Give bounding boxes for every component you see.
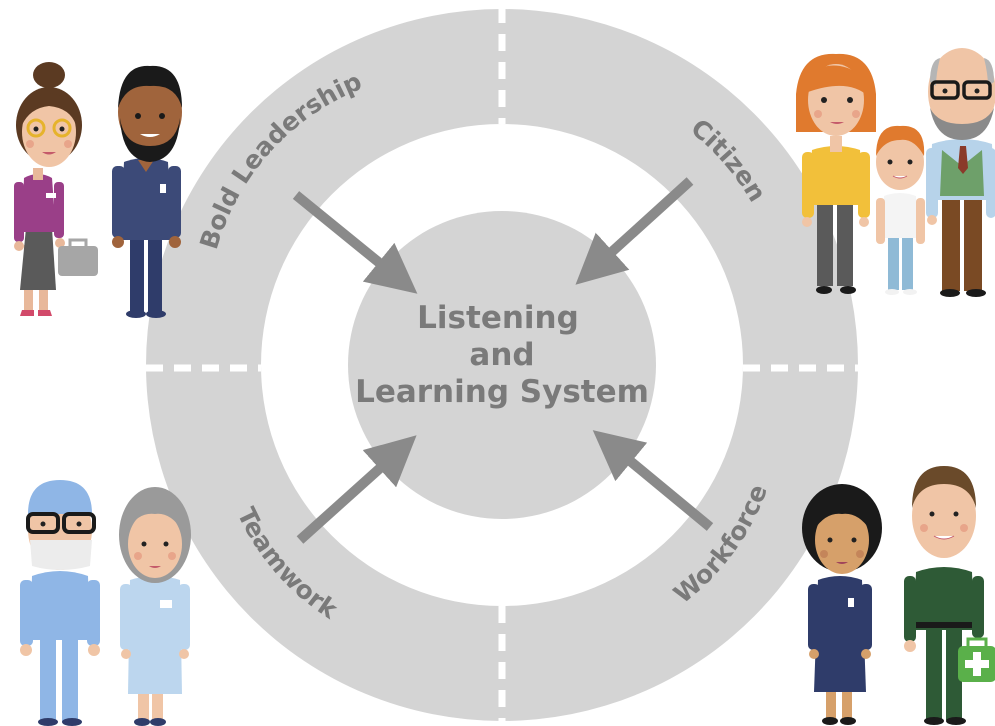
briefcase-icon bbox=[58, 246, 98, 276]
surgeon-figure bbox=[20, 480, 100, 726]
center-hub: Listening and Learning System bbox=[348, 211, 656, 519]
female-nurse-figure bbox=[802, 484, 882, 725]
arrows bbox=[292, 177, 714, 544]
manager-woman-figure bbox=[14, 62, 98, 316]
people-group-citizen bbox=[796, 48, 995, 297]
center-line-1: Listening bbox=[417, 300, 579, 336]
center-line-3: Learning System bbox=[355, 374, 649, 410]
arrow-bold-leadership bbox=[292, 191, 418, 294]
older-nurse-figure bbox=[119, 487, 191, 726]
people-group-teamwork bbox=[20, 480, 191, 726]
ring-dividers bbox=[146, 6, 858, 722]
arrow-workforce bbox=[592, 430, 714, 531]
male-nurse-figure bbox=[112, 65, 182, 318]
people-group-bold-leadership bbox=[14, 62, 182, 318]
grandfather-figure bbox=[926, 48, 995, 297]
child-figure bbox=[876, 125, 925, 295]
paramedic-figure bbox=[904, 466, 995, 725]
arrow-teamwork bbox=[296, 435, 417, 544]
mother-figure bbox=[796, 53, 876, 294]
first-aid-kit-icon bbox=[958, 637, 995, 682]
center-line-2: and bbox=[469, 337, 534, 373]
arrow-citizen bbox=[575, 177, 694, 285]
people-group-workforce bbox=[802, 466, 995, 725]
